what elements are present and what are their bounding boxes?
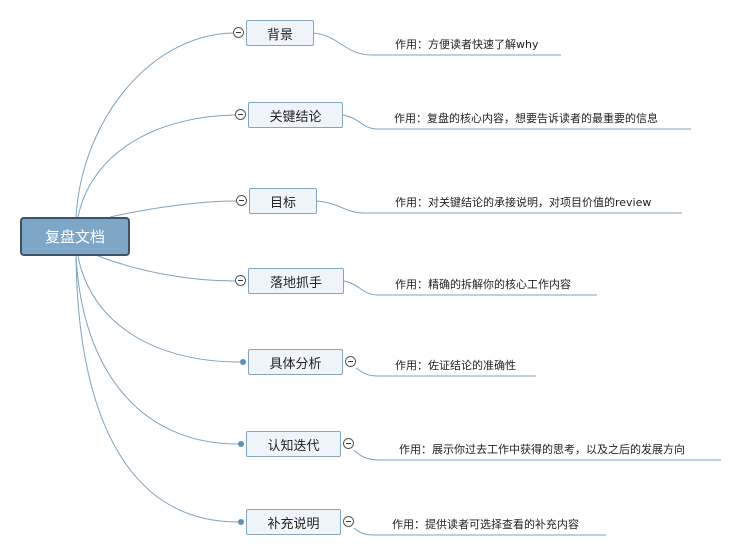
connector-root-execution-levers	[97, 255, 236, 282]
topic-label: 落地抓手	[269, 275, 322, 291]
collapse-minus-icon[interactable]	[343, 438, 354, 449]
note-text: 作用：对关键结论的承接说明，对项目价值的review	[395, 196, 652, 209]
collapse-minus-icon[interactable]	[236, 195, 247, 206]
topic-detailed-analysis[interactable]: 具体分析	[248, 349, 343, 375]
collapse-minus-icon[interactable]	[235, 275, 246, 286]
note-text: 作用：展示你过去工作中获得的思考，以及之后的发展方向	[399, 443, 685, 456]
connector-dot-icon	[240, 359, 246, 365]
note-text: 作用：佐证结论的准确性	[395, 359, 516, 372]
connector-root-background	[75, 32, 234, 218]
topic-background[interactable]: 背景	[246, 20, 314, 46]
connector-dot-icon	[238, 519, 244, 525]
topic-goal[interactable]: 目标	[249, 188, 317, 214]
topic-label: 关键结论	[269, 109, 322, 125]
root-topic-label: 复盘文档	[44, 228, 105, 246]
note-supplementary-notes: 作用：提供读者可选择查看的补充内容	[392, 516, 579, 532]
connector-note-goal	[316, 200, 682, 214]
note-cognitive-iteration: 作用：展示你过去工作中获得的思考，以及之后的发展方向	[399, 441, 685, 457]
topic-label: 具体分析	[269, 356, 322, 372]
topic-label: 背景	[266, 27, 293, 43]
connector-root-key-conclusion	[77, 114, 236, 218]
connector-dot-icon	[238, 441, 244, 447]
connector-root-supplementary-notes	[75, 255, 239, 523]
connector-note-supplementary-notes	[353, 527, 606, 536]
root-topic[interactable]: 复盘文档	[20, 217, 130, 256]
note-text: 作用：方便读者快速了解why	[395, 38, 539, 51]
topic-label: 补充说明	[267, 516, 320, 532]
collapse-minus-icon[interactable]	[345, 356, 356, 367]
topic-label: 目标	[269, 195, 296, 211]
note-text: 作用：提供读者可选择查看的补充内容	[392, 518, 579, 531]
note-execution-levers: 作用：精确的拆解你的核心工作内容	[395, 276, 571, 292]
topic-label: 认知迭代	[267, 438, 320, 454]
note-background: 作用：方便读者快速了解why	[395, 36, 538, 52]
connector-root-detailed-analysis	[77, 255, 241, 363]
topic-cognitive-iteration[interactable]: 认知迭代	[246, 431, 341, 457]
connector-root-goal	[109, 200, 237, 218]
topic-key-conclusion[interactable]: 关键结论	[248, 102, 343, 128]
connector-note-execution-levers	[343, 280, 597, 296]
connector-note-key-conclusion	[342, 114, 691, 130]
collapse-minus-icon[interactable]	[235, 109, 246, 120]
collapse-minus-icon[interactable]	[343, 516, 354, 527]
connector-note-cognitive-iteration	[353, 449, 721, 461]
connector-note-background	[313, 32, 561, 56]
note-text: 作用：精确的拆解你的核心工作内容	[395, 278, 571, 291]
note-detailed-analysis: 作用：佐证结论的准确性	[395, 357, 516, 373]
note-goal: 作用：对关键结论的承接说明，对项目价值的review	[395, 194, 651, 210]
connector-note-detailed-analysis	[355, 367, 536, 377]
topic-supplementary-notes[interactable]: 补充说明	[246, 509, 341, 535]
topic-execution-levers[interactable]: 落地抓手	[248, 268, 344, 294]
connector-root-cognitive-iteration	[75, 255, 239, 445]
note-text: 作用：复盘的核心内容，想要告诉读者的最重要的信息	[394, 112, 658, 125]
collapse-minus-icon[interactable]	[233, 27, 244, 38]
note-key-conclusion: 作用：复盘的核心内容，想要告诉读者的最重要的信息	[394, 110, 658, 126]
